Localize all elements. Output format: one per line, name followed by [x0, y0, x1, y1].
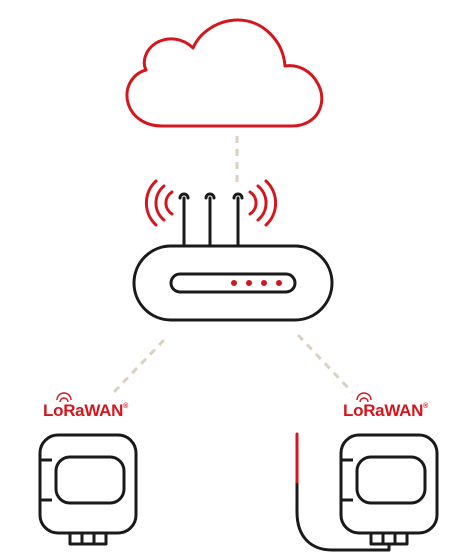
lorawan-logo-right: LoRaWAN®	[343, 392, 429, 420]
sensor-device-icon	[38, 433, 138, 546]
connector-gateway-right-sensor	[296, 333, 354, 394]
gateway-status-leds	[231, 280, 282, 286]
logo-left-waves-icon	[56, 392, 72, 403]
svg-text:LoRaWAN®: LoRaWAN®	[43, 401, 129, 420]
gateway-signal-waves-icon	[144, 179, 278, 227]
logo-right-o: o	[353, 401, 363, 420]
logo-left-l: L	[43, 401, 53, 420]
gateway-antennas	[178, 192, 244, 249]
logo-right-l: L	[343, 401, 353, 420]
lorawan-logo-left: LoRaWAN®	[43, 392, 129, 420]
sensor-probe-device-icon	[295, 433, 439, 552]
logo-left-reg: ®	[123, 402, 129, 410]
logo-right-reg: ®	[423, 402, 429, 410]
logo-right-waves-icon	[356, 392, 372, 403]
gateway-indicator-panel	[169, 272, 297, 294]
cloud-icon	[125, 18, 324, 128]
logo-left-o: o	[53, 401, 63, 420]
logo-right-rest: RaWAN	[363, 401, 423, 420]
logo-left-rest: RaWAN	[63, 401, 123, 420]
probe-cable	[295, 478, 391, 552]
svg-text:LoRaWAN®: LoRaWAN®	[343, 401, 429, 420]
connector-gateway-left-sensor	[112, 338, 166, 394]
